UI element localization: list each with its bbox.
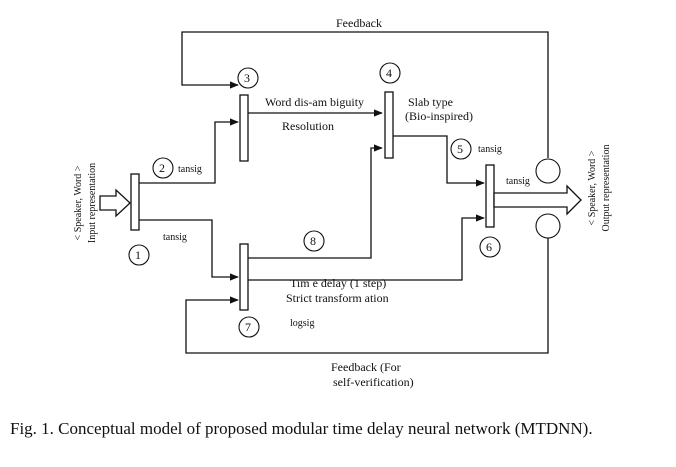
node-4	[379, 62, 401, 84]
bio-inspired-label: (Bio-inspired)	[405, 109, 473, 123]
feedback-bottom-label-1: Feedback (For	[331, 360, 401, 374]
module-7-bar	[239, 243, 249, 311]
node-1	[128, 244, 150, 266]
slab-type-label: Slab type	[408, 95, 453, 109]
edge-4-6-label: tansig	[478, 144, 502, 155]
output-arrow	[493, 184, 582, 216]
node-1-label: 1	[135, 248, 141, 262]
feedback-top-label: Feedback	[336, 16, 382, 30]
word-disambiguity-label: Word dis-am biguity	[265, 95, 364, 109]
edge-1-3-label: tansig	[178, 164, 202, 175]
node-2-label: 2	[159, 161, 165, 175]
input-representation-label-1: < Speaker, Word >	[73, 165, 84, 240]
feedback-bottom-label-2: self-verification)	[333, 375, 414, 389]
node-2	[152, 157, 174, 179]
edge-6-in-label: tansig	[506, 176, 530, 187]
module-3-bar	[239, 94, 249, 162]
module-1-bar	[130, 173, 140, 231]
strict-transformation-label: Strict transform ation	[286, 291, 389, 305]
module-6-bar	[485, 164, 495, 228]
node-5-label: 5	[457, 142, 463, 156]
node-5	[450, 138, 472, 160]
node-8	[303, 230, 325, 252]
edge-7-4	[248, 144, 383, 259]
edge-7-6	[248, 214, 485, 281]
time-delay-label: Tim e delay (1 step)	[290, 276, 386, 290]
node-6	[479, 236, 501, 258]
figure-caption: Fig. 1. Conceptual model of proposed mod…	[10, 419, 593, 438]
edge-1-7	[139, 219, 239, 281]
output-representation-label-1: < Speaker, Word >	[587, 150, 598, 225]
feedback-bottom-junction	[535, 213, 561, 239]
input-representation-label-2: Input representation	[87, 163, 98, 243]
node-6-label: 6	[486, 240, 492, 254]
input-arrow	[99, 188, 131, 218]
node-7	[238, 316, 260, 338]
mtdnn-diagram: Feedback Feedback (For self-verification…	[73, 16, 612, 389]
node-3	[237, 67, 259, 89]
node-4-label: 4	[386, 66, 392, 80]
feedback-bottom-wire	[185, 238, 549, 354]
edge-1-7-label: tansig	[163, 232, 187, 243]
logsig-label: logsig	[290, 318, 314, 329]
feedback-top-wire	[181, 31, 549, 158]
output-representation-label-2: Output representation	[601, 145, 612, 232]
edge-1-3	[139, 118, 239, 184]
module-4-bar	[384, 91, 394, 159]
resolution-label: Resolution	[282, 119, 334, 133]
node-7-label: 7	[245, 320, 251, 334]
feedback-top-junction	[535, 158, 561, 184]
edge-4-6	[393, 135, 485, 187]
node-8-label: 8	[310, 234, 316, 248]
node-3-label: 3	[244, 71, 250, 85]
